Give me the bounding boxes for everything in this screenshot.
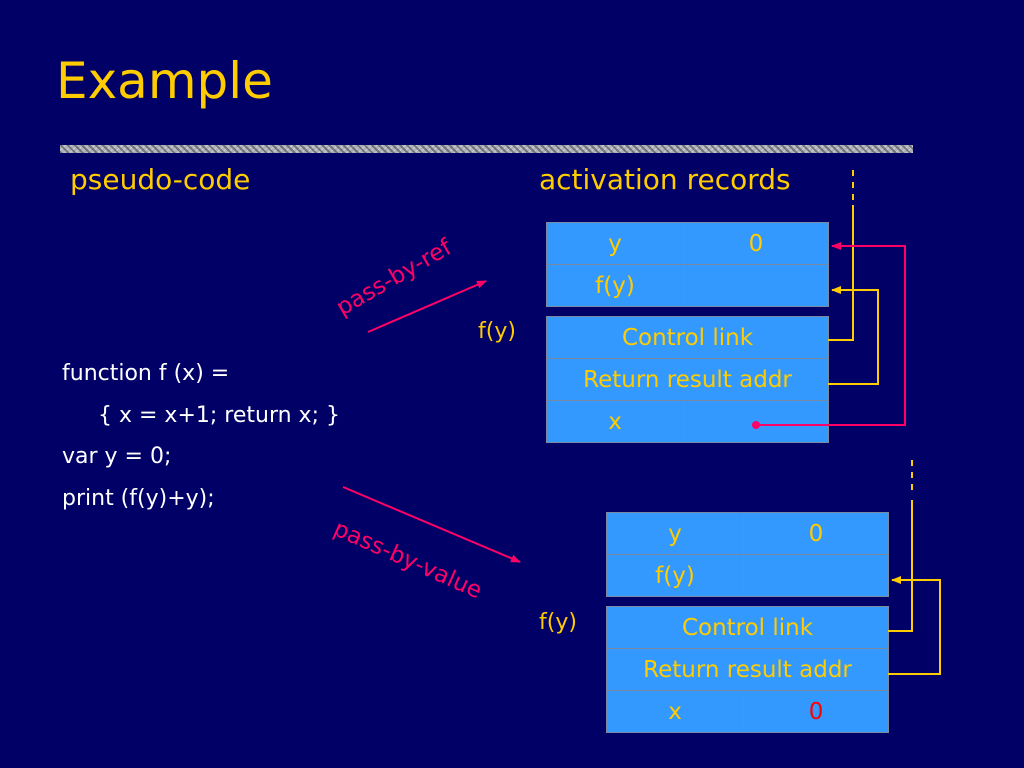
- pass-by-ref-label: pass-by-ref: [332, 234, 457, 321]
- ref-return-addr: Return result addr: [545, 358, 830, 401]
- value-return-addr: Return result addr: [605, 648, 890, 691]
- table-row: Return result addr: [605, 648, 890, 691]
- ref-x-reference-link: [756, 242, 906, 426]
- code-line-3: var y = 0;: [62, 444, 172, 469]
- value-outer-record: y 0 f(y): [606, 512, 889, 597]
- ref-fy-value: [683, 264, 829, 307]
- value-x-value: 0: [742, 690, 890, 733]
- ref-control-link: Control link: [545, 316, 830, 359]
- code-line-4: print (f(y)+y);: [62, 486, 215, 511]
- table-row: f(y): [546, 264, 829, 307]
- ref-fy-name: f(y): [546, 264, 684, 307]
- table-row: f(y): [606, 554, 889, 597]
- table-row: x 0: [606, 690, 890, 733]
- value-return-link: [888, 576, 941, 675]
- ref-x-name: x: [546, 400, 684, 443]
- title-divider: [60, 145, 913, 153]
- value-fy-value: [743, 554, 889, 597]
- value-control-link: Control link: [605, 606, 890, 649]
- code-line-1: function f (x) =: [62, 361, 230, 386]
- value-fy-name: f(y): [606, 554, 744, 597]
- table-row: Control link: [545, 316, 830, 359]
- ref-y-name: y: [546, 222, 684, 265]
- ref-return-link: [828, 286, 879, 385]
- code-line-2: { x = x+1; return x; }: [98, 403, 340, 428]
- value-control-link-line: [888, 500, 913, 632]
- ref-control-link-line: [828, 205, 854, 341]
- value-frame-record: Control link Return result addr x 0: [605, 606, 890, 733]
- activation-records-heading: activation records: [539, 163, 791, 196]
- pass-by-ref-arrow: [367, 280, 487, 333]
- value-y-name: y: [606, 512, 744, 555]
- table-row: Control link: [605, 606, 890, 649]
- pass-by-value-arrow: [342, 486, 521, 563]
- pseudo-code-heading: pseudo-code: [70, 163, 251, 196]
- frame-label-value: f(y): [539, 610, 577, 635]
- table-row: Return result addr: [545, 358, 830, 401]
- ref-outer-record: y 0 f(y): [546, 222, 829, 307]
- frame-label-ref: f(y): [478, 319, 516, 344]
- table-row: y 0: [546, 222, 829, 265]
- table-row: x: [546, 400, 830, 443]
- slide-title: Example: [56, 52, 273, 110]
- pass-by-value-label: pass-by-value: [330, 516, 486, 605]
- ref-y-value: 0: [683, 222, 829, 265]
- ref-frame-record: Control link Return result addr x: [545, 316, 830, 443]
